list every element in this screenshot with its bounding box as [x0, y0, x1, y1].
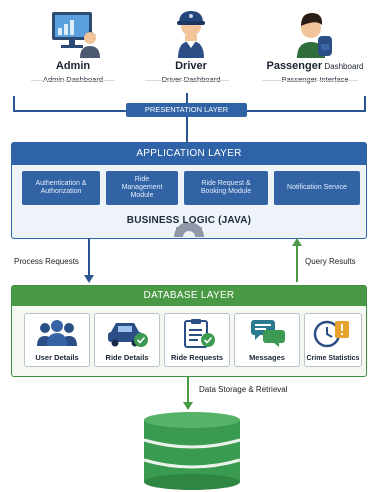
admin-at-monitor-icon [52, 12, 100, 58]
module-ride-request-booking: Ride Request &Booking Module [184, 171, 268, 205]
admin-label: Admin [55, 60, 91, 72]
up-arrow-icon [292, 238, 302, 246]
application-layer: APPLICATION LAYER Authentication &Author… [11, 142, 367, 239]
passenger-name-suffix: Dashboard [322, 62, 364, 71]
actor-divider-3 [262, 80, 358, 81]
table-label: Messages [249, 353, 285, 362]
center-connector [186, 93, 188, 103]
query-results-label: Query Results [305, 257, 356, 266]
presentation-to-app-line [186, 117, 188, 142]
actor-admin: Admin Admin Dashboard [28, 8, 118, 84]
table-crime-statistics: Crime Statistics [304, 313, 362, 367]
actor-passenger: Passenger Dashboard Passenger Interface [265, 8, 365, 84]
table-user-details: User Details [24, 313, 90, 367]
business-logic-label: BUSINESS LOGIC (JAVA) [126, 215, 252, 226]
down-arrow-icon [183, 402, 193, 410]
data-storage-label: Data Storage & Retrieval [199, 385, 288, 394]
module-line: Booking Module [200, 188, 252, 195]
process-requests-line [88, 238, 90, 278]
query-results-line [296, 244, 298, 282]
table-label: Ride Requests [170, 353, 224, 362]
down-arrow-icon [84, 275, 94, 283]
module-line: Module [130, 192, 154, 200]
passenger-subtitle: Passenger Interface [265, 75, 365, 84]
users-group-icon [37, 320, 77, 346]
module-line: Management [121, 183, 163, 191]
process-requests-label: Process Requests [14, 257, 79, 266]
clock-alert-icon [313, 320, 349, 348]
module-line: Ride Request & [201, 179, 251, 187]
passenger-label: Passenger Dashboard [265, 60, 365, 72]
passenger-with-backpack-icon [297, 13, 332, 58]
table-ride-requests: Ride Requests [164, 313, 230, 367]
database-cylinder-icon [143, 412, 241, 490]
admin-subtitle: Admin Dashboard [28, 75, 118, 84]
database-layer: DATABASE LAYER User Details Ride Details [11, 285, 367, 377]
module-line: Ride [134, 175, 150, 183]
storage-line [187, 376, 189, 404]
table-ride-details: Ride Details [94, 313, 160, 367]
actor-divider-2 [145, 80, 229, 81]
driver-label: Driver [175, 60, 207, 72]
presentation-layer: PRESENTATION LAYER [126, 103, 247, 117]
module-notification-service: Notification Service [274, 171, 360, 205]
table-label: Ride Details [105, 353, 149, 362]
clipboard-check-icon [184, 319, 215, 348]
database-layer-title: DATABASE LAYER [12, 286, 366, 306]
actor-divider-1 [31, 80, 115, 81]
table-label: Crime Statistics [306, 355, 360, 362]
chat-bubbles-icon [251, 320, 285, 347]
actor-driver: Driver Driver Dashboard [146, 8, 236, 84]
application-layer-title: APPLICATION LAYER [12, 143, 366, 165]
gear-icon [174, 223, 204, 237]
driver-with-cap-icon [177, 11, 205, 58]
table-label: User Details [35, 353, 79, 362]
passenger-name: Passenger [266, 60, 323, 72]
car-check-icon [108, 323, 148, 347]
driver-subtitle: Driver Dashboard [146, 75, 236, 84]
module-line: Authentication & [35, 179, 87, 187]
module-authentication: Authentication &Authorization [22, 171, 100, 205]
table-messages: Messages [234, 313, 300, 367]
module-line: Authorization [40, 188, 82, 195]
module-line: Notification Service [287, 183, 347, 191]
